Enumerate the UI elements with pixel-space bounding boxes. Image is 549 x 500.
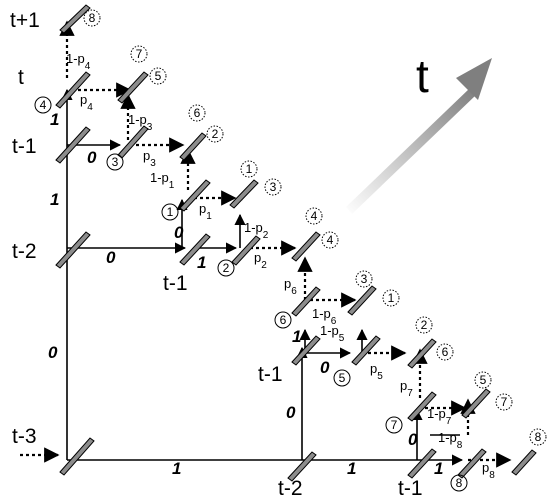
circled-number: 8 — [535, 430, 542, 444]
beam-splitter — [511, 449, 537, 476]
circled-solid-numbers: 4 3 1 2 6 5 7 8 — [40, 98, 463, 490]
beam-splitter — [179, 179, 211, 212]
edge-label: 1 — [347, 459, 356, 478]
edge-label: 0 — [106, 248, 116, 267]
beam-splitter — [351, 335, 381, 366]
beam-splitter — [291, 286, 321, 317]
prob-label: p2 — [254, 250, 267, 271]
circled-dotted-numbers: 8 7 5 6 2 1 3 4 4 3 1 2 6 5 7 8 — [89, 11, 542, 444]
circled-number: 7 — [501, 395, 508, 409]
prob-label: 1-p7 — [427, 406, 452, 427]
edge-label: 1 — [50, 110, 59, 129]
time-label: t-1 — [398, 477, 423, 500]
time-label: t-1 — [163, 272, 188, 295]
circled-dotted-markers — [83, 9, 547, 446]
time-label: t-1 — [12, 135, 37, 158]
edge-label: 0 — [174, 223, 184, 242]
edge-label: 0 — [286, 403, 296, 422]
prob-label: p4 — [80, 92, 93, 113]
prob-label: 1-p1 — [150, 170, 175, 191]
time-label: t-1 — [258, 363, 283, 386]
beam-splitter — [231, 235, 261, 266]
prob-label: p8 — [482, 460, 495, 481]
circled-number: 3 — [270, 180, 277, 194]
beam-splitter — [407, 391, 437, 422]
big-t-label: t — [416, 50, 429, 102]
prob-label: 1-p8 — [438, 430, 463, 451]
circled-number: 5 — [339, 371, 346, 385]
time-labels: t+1 t t-1 t-2 t-3 t-1 t-1 t-2 t-1 — [10, 9, 423, 500]
beam-splitter — [287, 451, 317, 482]
beam-splitter — [179, 233, 211, 266]
time-label: t-2 — [12, 240, 37, 263]
beam-splitter — [55, 71, 91, 109]
beam-splitter — [461, 388, 491, 419]
edge-label: 0 — [87, 148, 97, 167]
prob-label: p6 — [284, 276, 297, 297]
prob-label: p5 — [370, 361, 383, 382]
time-label: t-3 — [12, 425, 37, 448]
beam-splitter — [291, 335, 321, 366]
circled-number: 5 — [155, 69, 162, 83]
beam-splitter — [229, 179, 259, 209]
beam-splitter — [55, 126, 91, 164]
prob-label: 1-p4 — [66, 51, 91, 72]
circled-number: 1 — [167, 205, 174, 219]
prob-label: 1-p5 — [320, 323, 345, 344]
time-direction-arrow: t — [346, 50, 492, 214]
time-label: t+1 — [10, 9, 40, 32]
circled-number: 6 — [280, 313, 287, 327]
beam-splitter — [179, 132, 207, 161]
beam-splitter — [117, 71, 149, 104]
circled-number: 2 — [223, 261, 230, 275]
edge-label: 1 — [50, 190, 59, 209]
prob-label: p7 — [400, 378, 413, 399]
edge-label: 1 — [292, 327, 301, 346]
edge-label: 0 — [48, 343, 58, 362]
prob-label: 1-p3 — [128, 112, 153, 133]
circled-number: 3 — [361, 272, 368, 286]
circled-number: 1 — [246, 162, 253, 176]
beam-splitter — [55, 231, 91, 269]
edge-label: 1 — [172, 459, 181, 478]
circled-number: 2 — [212, 127, 219, 141]
circled-number: 7 — [136, 47, 143, 61]
edge-labels: 1 1 0 0 0 1 1 1 0 1 0 0 0 1 — [48, 110, 443, 478]
probability-labels: 1-p4 p4 1-p3 p3 1-p1 p1 1-p2 p2 p6 1-p6 … — [66, 51, 495, 481]
circled-number: 1 — [388, 291, 395, 305]
beam-splitter — [347, 285, 377, 316]
beam-splitter — [407, 448, 437, 479]
circled-number: 7 — [391, 418, 398, 432]
circled-number: 8 — [456, 476, 463, 490]
edge-label: 1 — [197, 253, 206, 272]
circled-number: 4 — [327, 233, 334, 247]
beam-splitters — [55, 4, 537, 482]
circled-number: 4 — [40, 98, 47, 112]
beam-splitter — [291, 231, 321, 262]
circled-number: 5 — [480, 373, 487, 387]
prob-label: 1-p2 — [244, 220, 269, 241]
edge-label: 1 — [434, 459, 443, 478]
beam-splitter — [59, 4, 91, 34]
circled-number: 4 — [311, 209, 318, 223]
circled-number: 2 — [421, 318, 428, 332]
circled-number: 8 — [89, 11, 96, 25]
circled-solid-markers — [34, 96, 468, 492]
prob-label: 1-p6 — [312, 306, 337, 327]
time-label: t — [18, 66, 24, 89]
circled-number: 6 — [442, 345, 449, 359]
edge-label: 0 — [320, 358, 330, 377]
edge-label: 0 — [408, 430, 418, 449]
circled-number: 3 — [112, 155, 119, 169]
prob-label: p3 — [143, 148, 156, 169]
prob-label: p1 — [199, 201, 212, 222]
beam-splitter — [457, 448, 487, 479]
beam-splitter — [407, 338, 437, 369]
dotted-paths — [20, 20, 512, 468]
circled-number: 6 — [194, 106, 201, 120]
time-label: t-2 — [278, 477, 303, 500]
beam-splitter — [59, 437, 95, 476]
